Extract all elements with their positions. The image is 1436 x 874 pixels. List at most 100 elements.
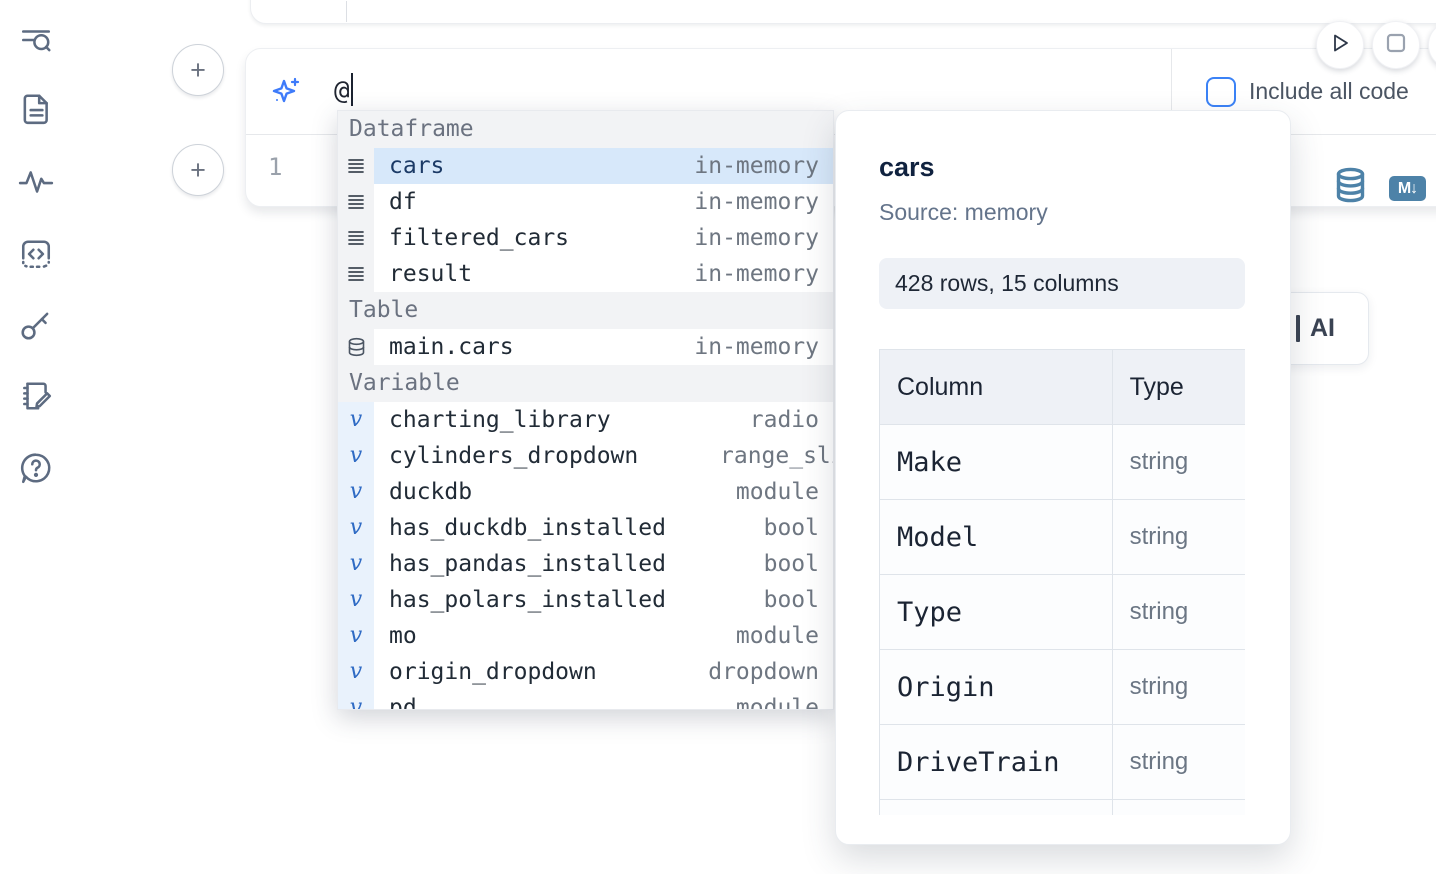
variable-icon: v: [338, 474, 374, 510]
stop-button[interactable]: [1372, 21, 1420, 69]
column-name: Origin: [879, 649, 1113, 725]
completion-item-has_duckdb_installed[interactable]: v has_duckdb_installed bool: [338, 510, 833, 546]
add-cell-button[interactable]: +: [172, 44, 224, 96]
completion-item-type: bool: [763, 587, 819, 613]
sparkles-icon: [270, 75, 302, 112]
add-cell-button[interactable]: +: [172, 144, 224, 196]
completion-item-filtered_cars[interactable]: filtered_cars in-memory: [338, 220, 833, 256]
scratchpad-icon: [19, 379, 53, 418]
run-cell-button[interactable]: [1316, 21, 1364, 69]
completion-item-type: radio: [749, 407, 819, 433]
completion-item-main.cars[interactable]: main.cars in-memory: [338, 329, 833, 365]
table-icon: [338, 329, 374, 365]
column-name: Make: [879, 424, 1113, 500]
sidebar-item-key[interactable]: [18, 309, 54, 345]
column-name: Model: [879, 499, 1113, 575]
completion-item-origin_dropdown[interactable]: v origin_dropdown dropdown: [338, 654, 833, 690]
column-name: Type: [879, 574, 1113, 650]
document-icon: [19, 92, 53, 131]
sidebar-item-toc-search[interactable]: [18, 24, 54, 60]
column-type: string: [1111, 499, 1245, 575]
variable-icon: v: [338, 618, 374, 654]
help-icon: [19, 451, 53, 490]
dataframe-icon: [338, 148, 374, 184]
completion-item-name: duckdb: [389, 479, 473, 505]
sidebar-item-scratchpad[interactable]: [18, 380, 54, 416]
schema-header: Column: [879, 349, 1113, 425]
column-name: DriveTrain: [879, 724, 1113, 800]
sidebar-item-document[interactable]: [18, 93, 54, 129]
database-icon[interactable]: [1334, 167, 1367, 208]
dataframe-icon: [338, 184, 374, 220]
completion-item-name: has_pandas_installed: [389, 551, 666, 577]
code-editor-row[interactable]: 1 M↓: [246, 134, 1436, 205]
text-cursor: [350, 73, 354, 106]
preview-title: cars: [879, 152, 935, 182]
variable-icon: v: [338, 546, 374, 582]
key-icon: [19, 308, 53, 347]
sidebar-item-activity[interactable]: [18, 166, 54, 202]
completion-item-name: origin_dropdown: [389, 659, 597, 685]
completion-item-name: result: [389, 261, 473, 287]
completion-item-type: module: [735, 623, 819, 649]
include-all-code-toggle[interactable]: Include all code: [1206, 49, 1409, 134]
variable-icon: v: [338, 402, 374, 438]
ai-button-label: AI: [1310, 314, 1335, 342]
sidebar-item-help[interactable]: [18, 452, 54, 488]
preview-source: Source: memory: [879, 199, 1048, 225]
completion-section-header: Table: [338, 292, 833, 329]
completion-item-name: cylinders_dropdown: [389, 443, 639, 469]
divider: [346, 1, 347, 22]
completion-section-header: Dataframe: [338, 111, 833, 148]
include-all-code-label: Include all code: [1249, 78, 1409, 104]
completion-item-name: charting_library: [389, 407, 611, 433]
sidebar-item-snippets[interactable]: [18, 238, 54, 274]
snippets-icon: [19, 237, 53, 276]
column-type: string: [1111, 424, 1245, 500]
column-type: string: [1111, 724, 1245, 800]
variable-icon: v: [338, 654, 374, 690]
completion-item-type: bool: [763, 515, 819, 541]
completion-item-type: in-memory: [694, 334, 819, 360]
completion-item-type: range_slider: [720, 443, 833, 469]
ai-prompt-row[interactable]: @ Include all code: [246, 49, 1436, 134]
variable-icon: v: [338, 690, 374, 709]
completion-item-type: in-memory: [694, 153, 819, 179]
completion-item-type: dropdown: [708, 659, 819, 685]
toc-search-icon: [19, 23, 53, 62]
markdown-icon[interactable]: M↓: [1389, 176, 1426, 201]
variable-icon: v: [338, 510, 374, 546]
completion-item-name: filtered_cars: [389, 225, 570, 251]
dataframe-icon: [338, 220, 374, 256]
completion-section-header: Variable: [338, 365, 833, 402]
completion-item-name: has_duckdb_installed: [389, 515, 666, 541]
schema-header: Type: [1111, 349, 1245, 425]
completion-item-charting_library[interactable]: v charting_library radio: [338, 402, 833, 438]
completion-item-name: has_polars_installed: [389, 587, 666, 613]
completion-item-type: in-memory: [694, 225, 819, 251]
line-number: 1: [268, 153, 283, 181]
completion-item-type: in-memory: [694, 189, 819, 215]
dataframe-icon: [338, 256, 374, 292]
completion-item-name: main.cars: [389, 334, 514, 360]
ai-prompt-input[interactable]: @: [334, 73, 354, 106]
partial-letter: [1296, 315, 1300, 342]
include-all-code-checkbox[interactable]: [1206, 76, 1236, 107]
completion-item-name: mo: [389, 623, 417, 649]
